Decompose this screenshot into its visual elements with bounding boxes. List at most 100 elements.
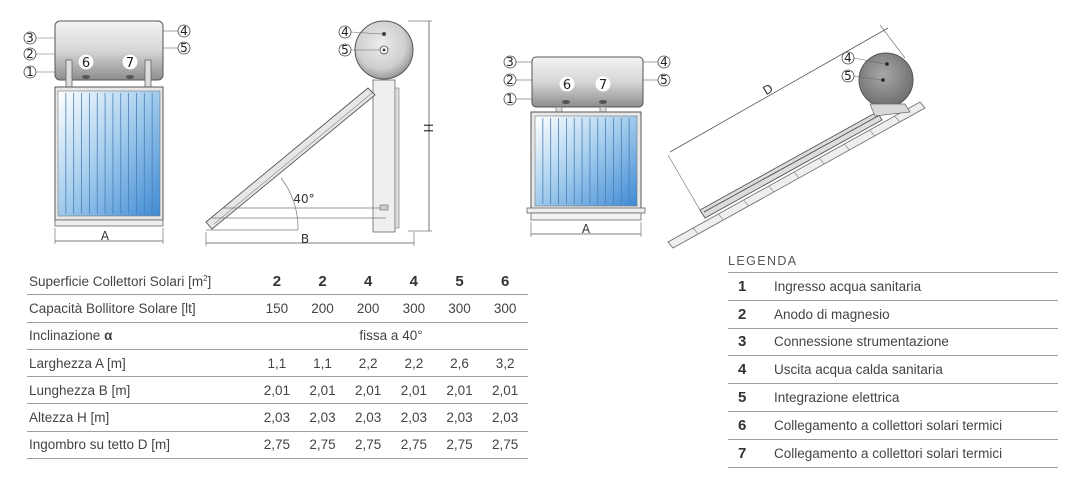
tank-roof (858, 52, 914, 108)
cell: 1,1 (254, 349, 300, 378)
legend-text: Anodo di magnesio (774, 306, 890, 322)
side-view: 40° B H 4 5 (205, 20, 435, 246)
front-view-roof-model: A 3 2 1 4 5 6 7 (503, 55, 671, 237)
callout-2: 2 (26, 47, 34, 61)
cell: 3,2 (482, 349, 528, 378)
cell: 150 (254, 294, 300, 323)
cell: 2,01 (345, 376, 391, 405)
callout-1: 1 (26, 65, 34, 79)
cell: 200 (299, 294, 346, 323)
callout-4: 4 (660, 55, 668, 69)
callout-1: 1 (506, 92, 514, 106)
cell: 2,01 (254, 376, 300, 405)
table-row: Lunghezza B [m] 2,01 2,01 2,01 2,01 2,01… (27, 376, 528, 405)
legend-text: Integrazione elettrica (774, 390, 900, 406)
table-row: Altezza H [m] 2,03 2,03 2,03 2,03 2,03 2… (27, 403, 528, 432)
callout-2: 2 (506, 73, 514, 87)
table-row: Inclinazione α fissa a 40° (27, 322, 528, 350)
collector-base (54, 219, 164, 227)
cell: 300 (436, 294, 483, 323)
table-row: Superficie Collettori Solari [m2] 2 2 4 … (27, 268, 528, 296)
callout-6: 6 (82, 56, 90, 71)
row-label: Lunghezza B [m] (27, 376, 255, 405)
cell: 2,03 (254, 403, 300, 432)
angle-label: 40° (293, 192, 314, 206)
cell: 2,75 (482, 431, 528, 460)
dimension-h-label: H (421, 123, 435, 132)
roof-tile-lines (692, 115, 901, 235)
cell: 2,2 (391, 349, 437, 378)
roof-installation-view: D 4 5 (667, 24, 926, 249)
cell: 2,75 (345, 431, 391, 460)
callout-6: 6 (563, 78, 571, 93)
legend-number: 4 (738, 361, 747, 379)
tank-front (531, 56, 644, 108)
collector-glass (57, 90, 161, 217)
cell: 2,03 (299, 403, 346, 432)
callout-5: 5 (844, 69, 852, 83)
legend-number: 1 (738, 277, 747, 295)
dimension-b-label: B (301, 232, 309, 246)
callout-4: 4 (180, 24, 188, 38)
cell: 300 (391, 294, 437, 323)
legend: LEGENDA 1 Ingresso acqua sanitaria 2 Ano… (728, 250, 1058, 468)
table-row: Ingombro su tetto D [m] 2,75 2,75 2,75 2… (27, 431, 528, 460)
callout-5: 5 (341, 43, 349, 57)
legend-number: 3 (738, 333, 747, 351)
cell: 2,01 (391, 376, 437, 405)
cell: 2,03 (391, 403, 437, 432)
legend-item: 2 Anodo di magnesio (728, 301, 1058, 329)
cell: 2,75 (254, 431, 300, 460)
dimension-a-label: A (101, 229, 110, 243)
cell: 2,03 (345, 403, 391, 432)
callout-7: 7 (126, 56, 134, 71)
legend-text: Collegamento a collettori solari termici (774, 445, 1003, 461)
cell: 2,75 (436, 431, 483, 460)
table-row: Larghezza A [m] 1,1 1,1 2,2 2,2 2,6 3,2 (27, 349, 528, 378)
cell: 4 (391, 268, 437, 296)
front-view-small: A 3 2 1 4 5 6 7 (23, 20, 191, 244)
legend-title: LEGENDA (728, 250, 1058, 273)
callout-4: 4 (341, 25, 349, 39)
legend-text: Connessione strumentazione (774, 334, 949, 350)
cell: 2,03 (436, 403, 483, 432)
cell: 6 (482, 268, 528, 296)
legend-text: Collegamento a collettori solari termici (774, 417, 1003, 433)
legend-number: 2 (738, 305, 747, 323)
collector-tubes (542, 118, 630, 204)
dimension-d-label: D (760, 81, 775, 98)
cell: 2,6 (436, 349, 483, 378)
cell: 2,75 (391, 431, 437, 460)
legend-item: 1 Ingresso acqua sanitaria (728, 273, 1058, 301)
callout-7: 7 (599, 78, 607, 93)
callout-3: 3 (26, 31, 34, 45)
cell: 2,2 (345, 349, 391, 378)
row-label: Ingombro su tetto D [m] (27, 431, 255, 460)
legend-number: 7 (738, 444, 747, 462)
cell: 2,03 (482, 403, 528, 432)
cell: 2,01 (482, 376, 528, 405)
legend-item: 3 Connessione strumentazione (728, 329, 1058, 357)
legend-text: Ingresso acqua sanitaria (774, 278, 922, 294)
cell: 2 (254, 268, 300, 296)
row-label: Altezza H [m] (27, 403, 255, 432)
legend-item: 7 Collegamento a collettori solari termi… (728, 440, 1058, 468)
cell: 2,01 (299, 376, 346, 405)
port (126, 75, 134, 79)
row-label: Superficie Collettori Solari [m2] (27, 268, 255, 296)
cell: 2,01 (436, 376, 483, 405)
dimension-a-label: A (582, 222, 591, 236)
cell: 2,75 (299, 431, 346, 460)
row-label: Capacità Bollitore Solare [lt] (27, 294, 255, 323)
cell: 300 (482, 294, 528, 323)
port (82, 75, 90, 79)
tank-leg (144, 59, 152, 89)
cell: 5 (436, 268, 483, 296)
callout-4: 4 (844, 51, 852, 65)
legend-number: 5 (738, 389, 747, 407)
collector-roof (699, 111, 883, 219)
cell: 1,1 (299, 349, 346, 378)
row-label: Larghezza A [m] (27, 349, 255, 378)
collector-tubes (65, 93, 153, 214)
legend-item: 4 Uscita acqua calda sanitaria (728, 356, 1058, 385)
